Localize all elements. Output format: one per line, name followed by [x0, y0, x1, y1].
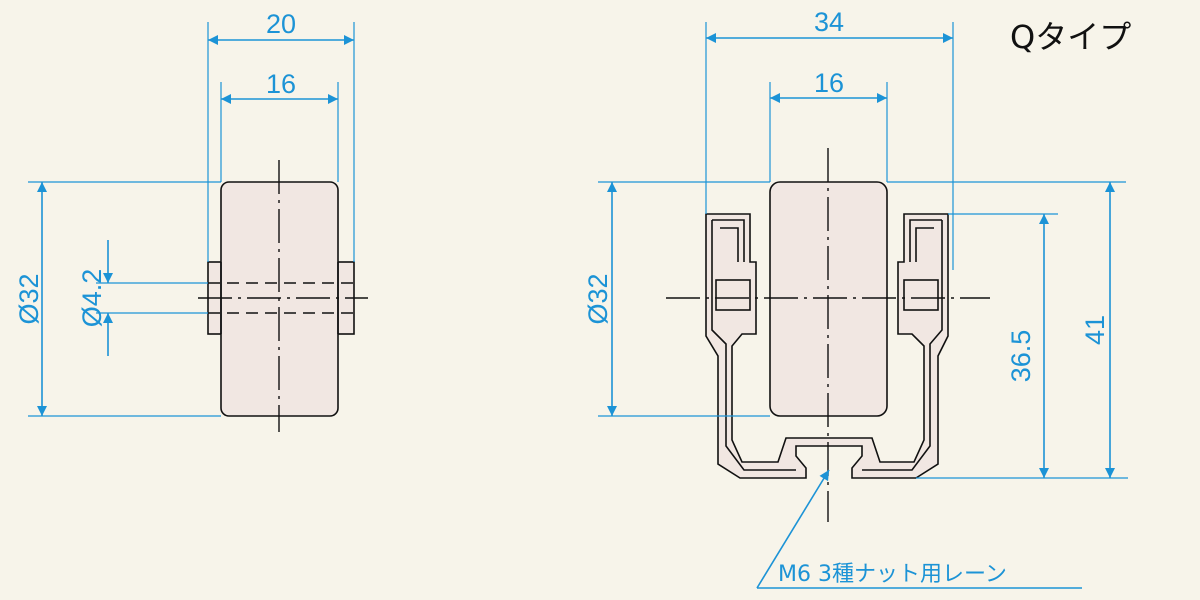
side-view: 20 16 Ø32 Ø4.2 — [14, 9, 368, 432]
front-view-axle-nut-left — [715, 279, 751, 311]
dim-label-front-height-overall: 41 — [1080, 315, 1110, 345]
dim-label-side-diameter-wheel: Ø32 — [14, 273, 44, 324]
drawing-title: Qタイプ — [1010, 18, 1131, 56]
dim-label-front-width-overall: 34 — [814, 7, 844, 37]
dim-label-side-diameter-shaft: Ø4.2 — [77, 269, 107, 328]
dim-label-front-width-wheel: 16 — [814, 68, 844, 98]
front-view-axle-nut-right — [903, 279, 939, 311]
dim-label-side-width-overall: 20 — [266, 9, 296, 39]
dim-label-front-diameter-wheel: Ø32 — [583, 273, 613, 324]
dim-label-front-height-axle: 36.5 — [1006, 330, 1036, 383]
front-view: 34 16 Ø32 36.5 41 M6 3種ナット用レーン — [583, 7, 1128, 589]
callout-leader — [756, 469, 830, 589]
callout-nut-lane: M6 3種ナット用レーン — [778, 562, 1007, 587]
dim-label-side-width-wheel: 16 — [266, 69, 296, 99]
